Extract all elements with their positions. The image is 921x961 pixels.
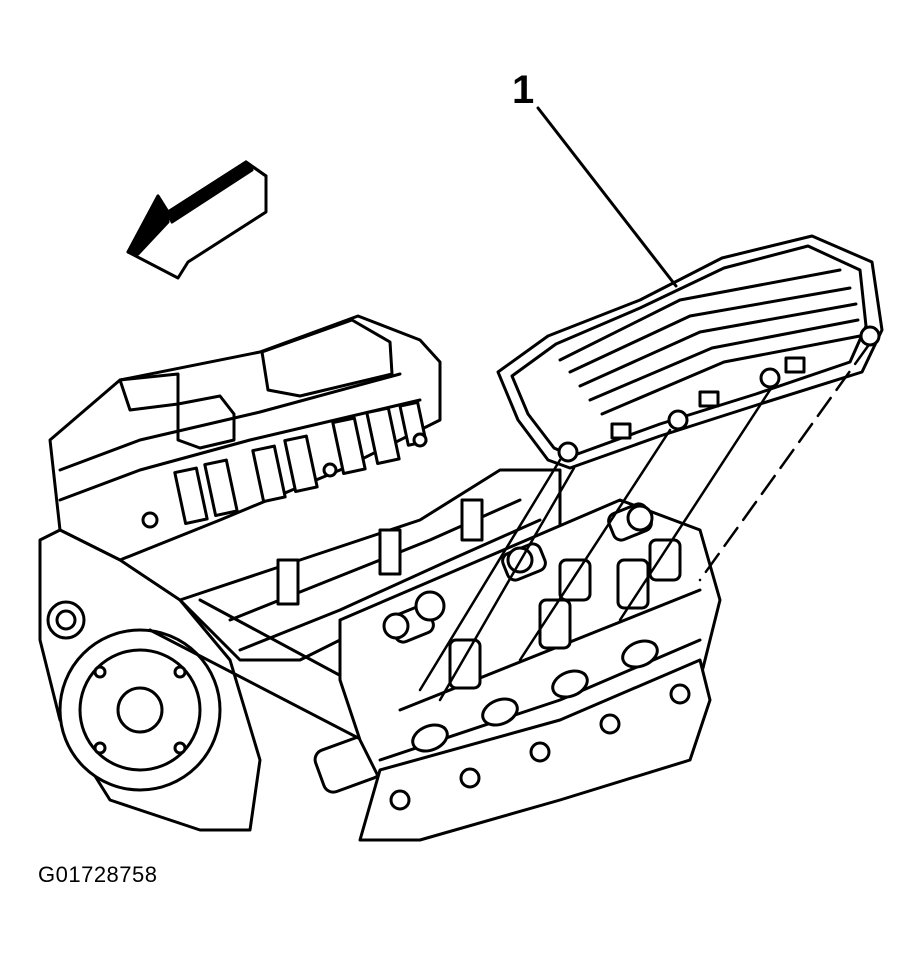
timing-cover <box>38 528 383 832</box>
figure-id: G01728758 <box>38 862 158 887</box>
engine-block-upper <box>48 314 442 562</box>
valve-springs <box>382 502 682 690</box>
callout-leader-line <box>536 106 678 288</box>
callout-label: 1 <box>512 68 535 112</box>
assembly-lines <box>418 344 870 702</box>
valve-rocker-cover <box>496 234 884 470</box>
front-direction-arrow-icon <box>126 160 268 280</box>
cylinder-head <box>338 498 722 842</box>
